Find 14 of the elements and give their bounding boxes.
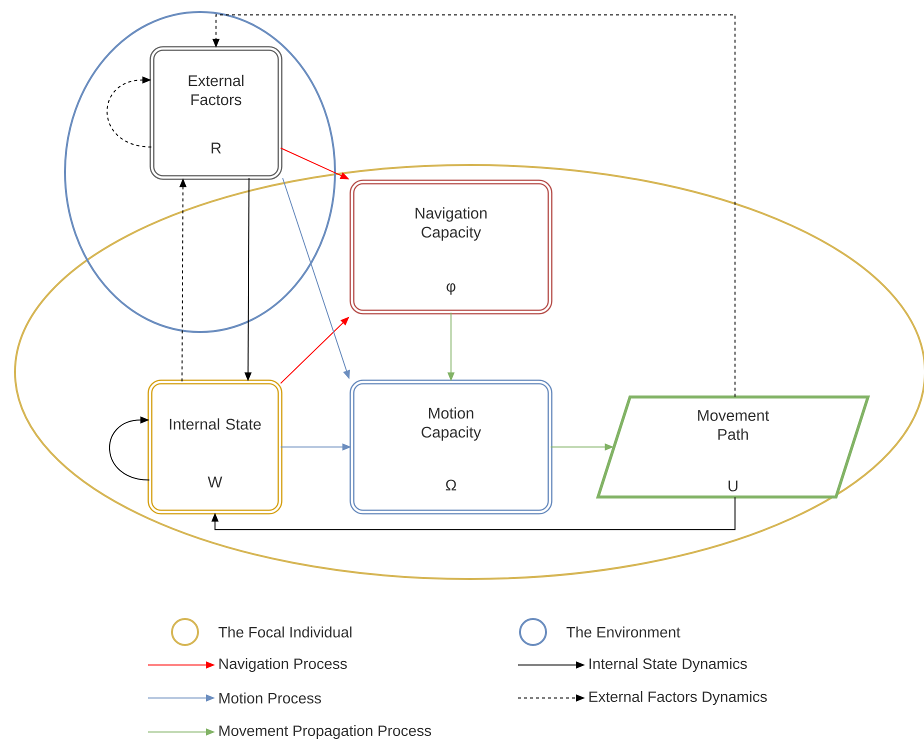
arrow: [109, 416, 150, 480]
process-box: Navigation Capacity φ: [350, 180, 552, 314]
legend-label: Navigation Process: [219, 658, 347, 672]
legend-label: Movement Propagation Process: [219, 725, 432, 739]
arrow: [211, 496, 736, 530]
legend-label: Motion Process: [219, 692, 321, 704]
arrow: [106, 76, 152, 148]
process-box: Internal State W: [148, 380, 282, 514]
legend-label: External Factors Dynamics: [589, 691, 767, 705]
legend-label: The Environment: [566, 626, 680, 638]
process-box: External Factors R: [150, 46, 282, 180]
process-box: Motion Capacity Ω: [350, 380, 552, 514]
legend-label: The Focal Individual: [218, 626, 352, 638]
legend-label: Internal State Dynamics: [590, 658, 747, 672]
